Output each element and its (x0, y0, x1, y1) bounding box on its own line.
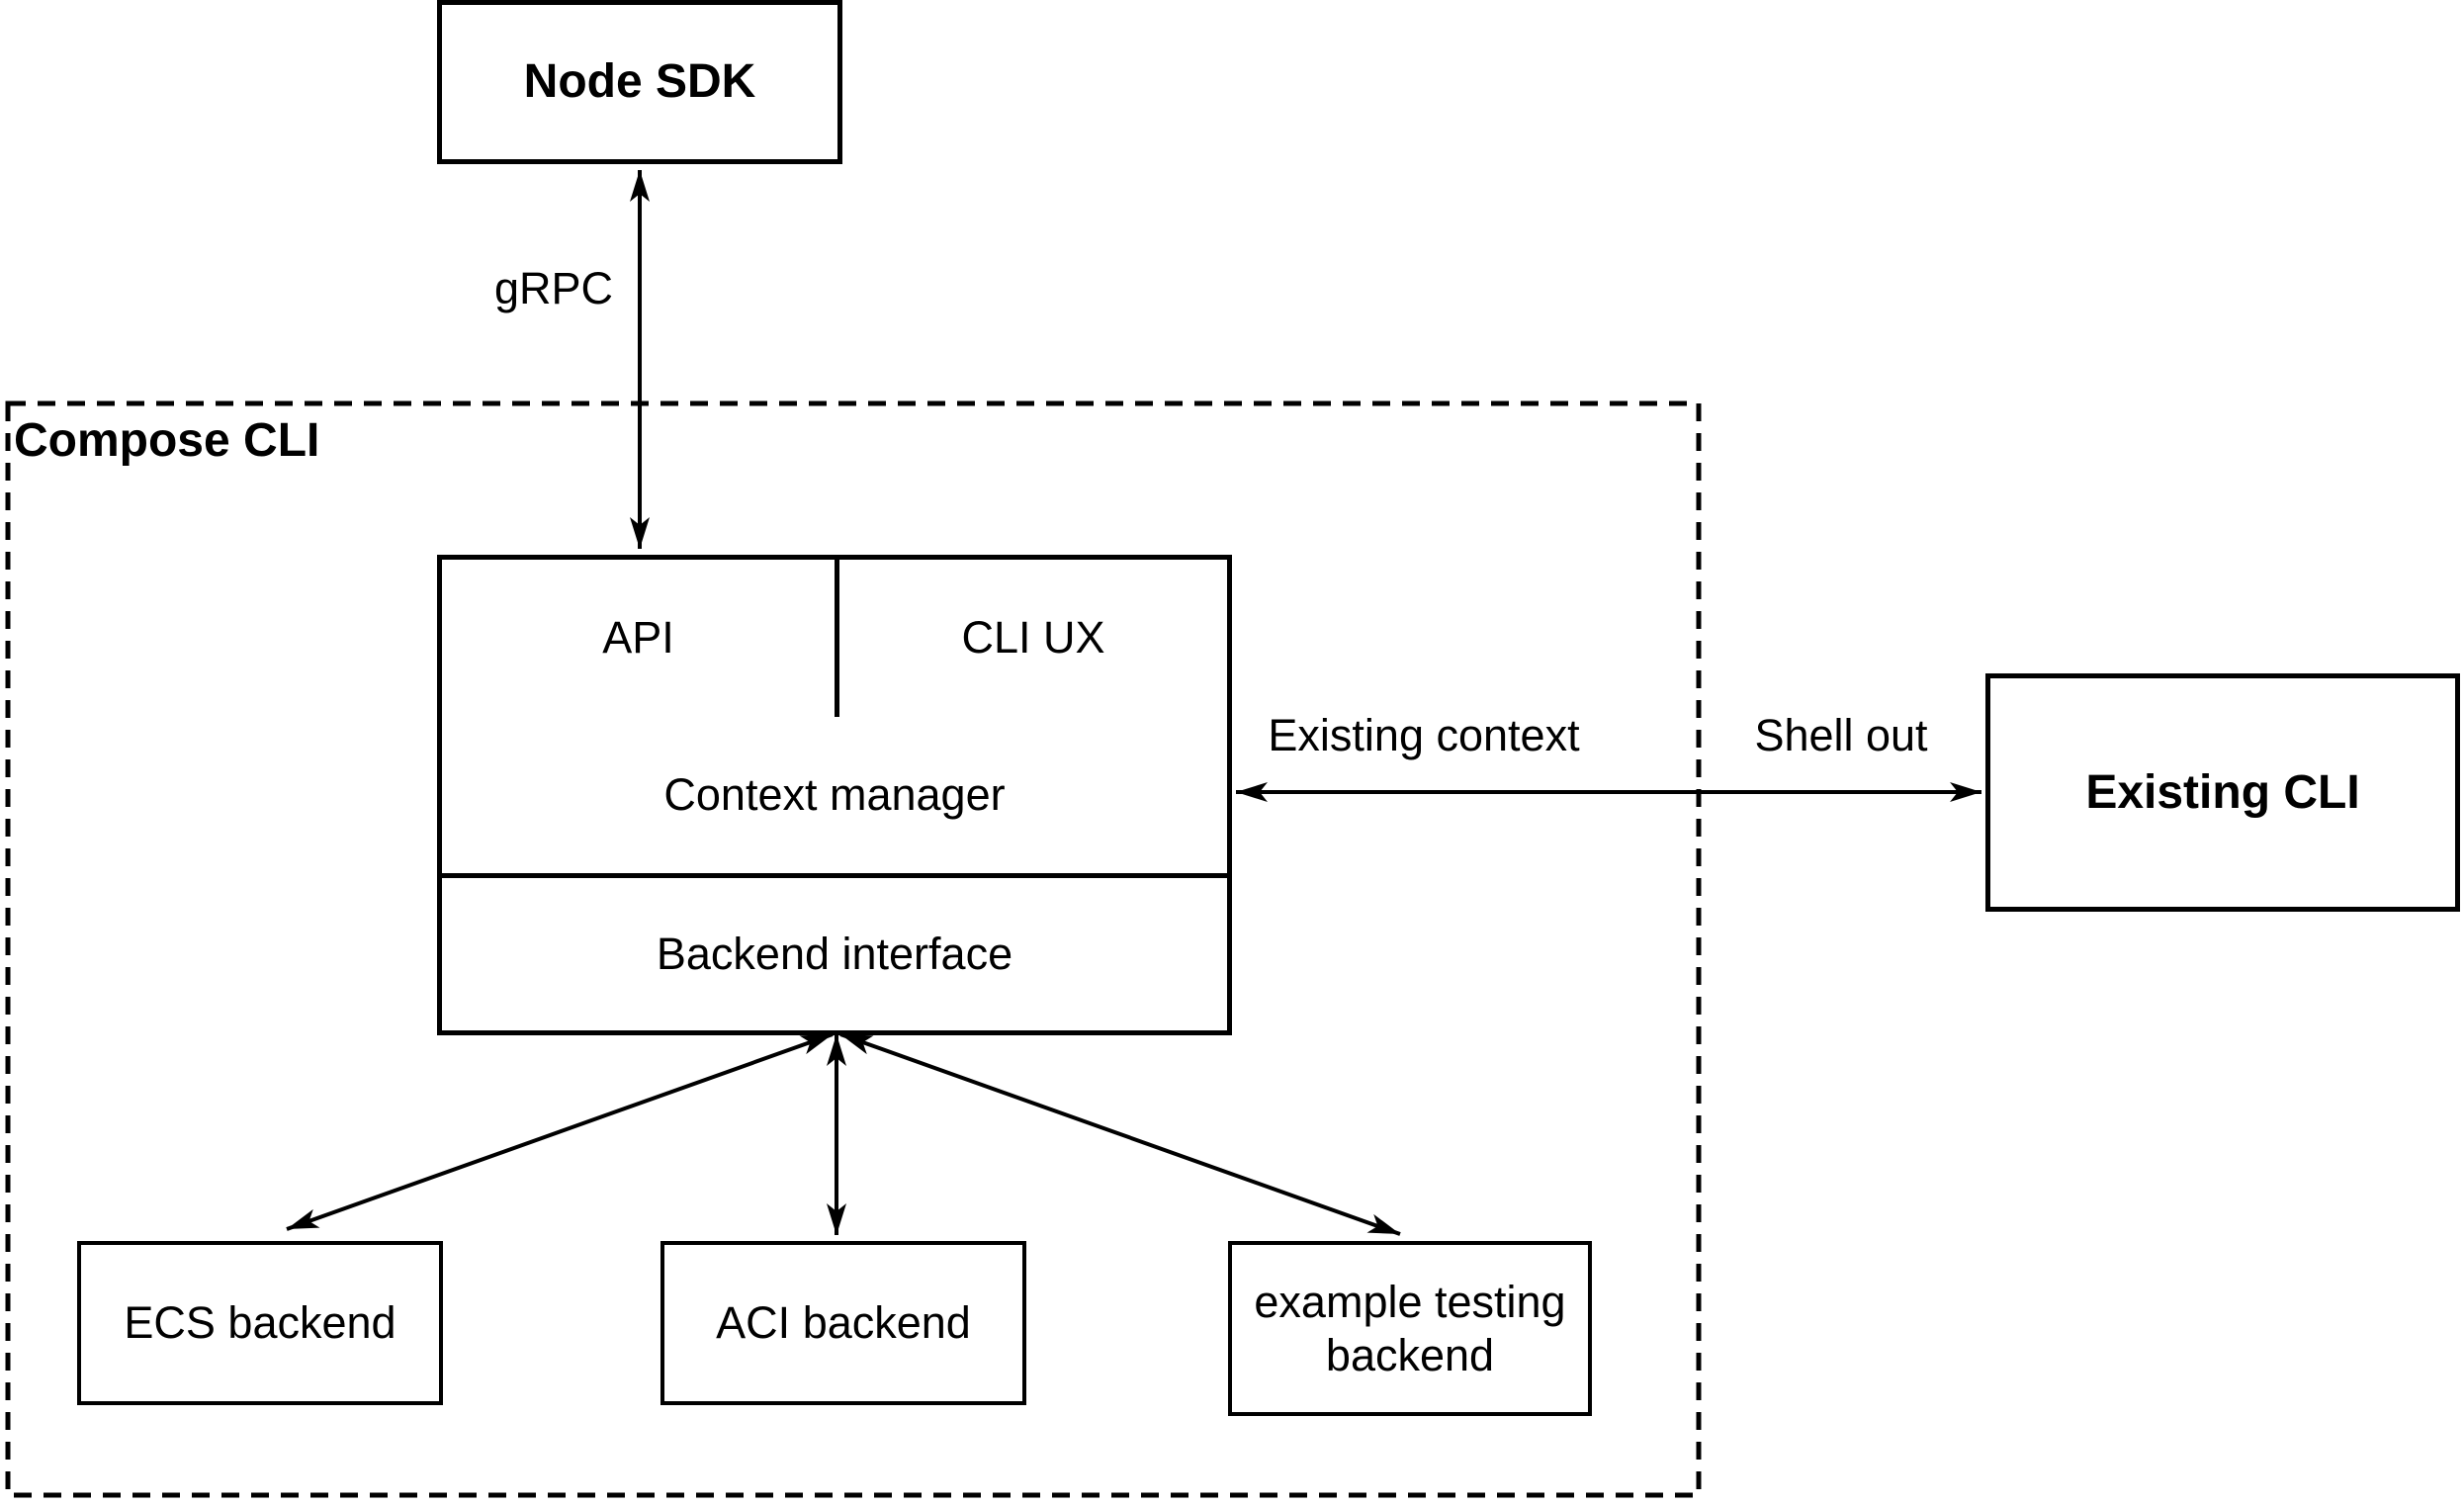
context-manager-cell: Context manager (442, 717, 1227, 874)
core-top-row: API CLI UX (442, 560, 1227, 717)
backend-arrow-example (839, 1032, 1401, 1236)
cli-ux-label: CLI UX (961, 612, 1105, 664)
ecs-backend-box: ECS backend (77, 1241, 443, 1405)
grpc-edge-label: gRPC (493, 263, 614, 313)
existing-cli-label: Existing CLI (2085, 765, 2360, 819)
example-testing-backend-label: example testing backend (1254, 1276, 1566, 1380)
ecs-backend-label: ECS backend (124, 1297, 396, 1348)
example-testing-backend-box: example testing backend (1228, 1241, 1592, 1416)
backend-arrow-ecs (286, 1032, 834, 1231)
compose-cli-core-box: API CLI UX Context manager Backend inter… (437, 555, 1232, 1035)
node-sdk-box: Node SDK (437, 0, 842, 164)
node-sdk-label: Node SDK (523, 55, 756, 109)
compose-cli-container-label: Compose CLI (14, 414, 320, 467)
api-label: API (602, 612, 674, 664)
existing-context-edge-label: Existing context (1268, 710, 1580, 760)
shell-out-edge-label: Shell out (1754, 710, 1928, 760)
backend-interface-cell: Backend interface (442, 873, 1227, 1030)
backend-interface-label: Backend interface (656, 929, 1013, 980)
aci-backend-label: ACI backend (716, 1297, 971, 1348)
context-manager-label: Context manager (663, 768, 1006, 820)
api-cell: API (442, 560, 835, 717)
aci-backend-box: ACI backend (660, 1241, 1026, 1405)
cli-ux-cell: CLI UX (835, 560, 1227, 717)
existing-cli-box: Existing CLI (1985, 673, 2460, 912)
